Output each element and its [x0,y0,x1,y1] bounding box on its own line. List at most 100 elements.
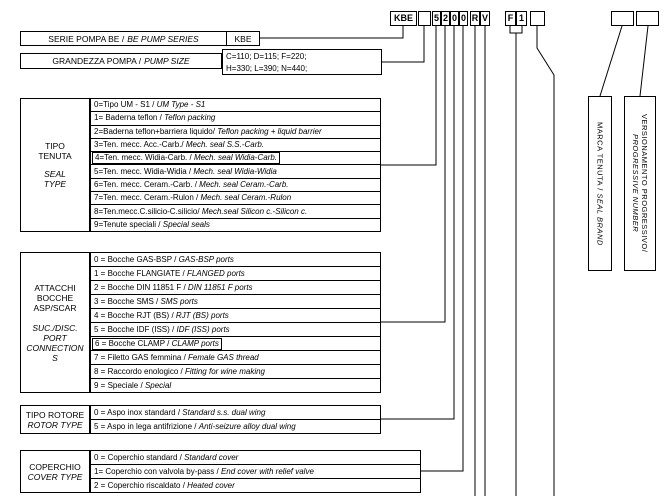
rotor-option-row: 0 = Aspo inox standard / Standard s.s. d… [91,406,380,420]
code-box-cover: 0 [459,11,468,26]
option-en: Special seals [162,219,210,229]
option-en: Teflon packing [164,113,216,123]
option-en: Standard s.s. dual wing [182,407,266,417]
series-label: SERIE POMPA BE / BE PUMP SERIES [20,31,227,46]
option-it: 6=Ten. mecc. Ceram.-Carb. / [94,179,197,189]
option-en: UM Type - S1 [156,100,206,110]
ports-subtitle-line3: CONNECTION [26,342,84,353]
seal-option-row: 8=Ten.mecc.C.silicio-C.silicio/ Mech.sea… [91,205,380,219]
size-values-box: C=110; D=115; F=220; H=330; L=390; N=440… [222,49,382,75]
seal-option-row: 6=Ten. mecc. Ceram.-Carb. / Mech. seal C… [91,179,380,193]
series-value-box: KBE [226,31,260,46]
code-box-r: R [470,11,480,26]
option-en: Mech. seal Widia-Carb. [193,153,278,163]
size-label: GRANDEZZA POMPA / PUMP SIZE [20,53,222,69]
code-box-seal-brand [611,11,634,26]
option-it: 5=Ten. mecc. Widia-Widia / [94,166,192,176]
option-en: Standard cover [184,452,239,462]
option-en: GAS-BSP ports [178,254,234,264]
cover-subtitle: COVER TYPE [27,471,83,482]
option-en: DIN 11851 F ports [187,282,253,292]
option-en: Mech. seal Ceram.-Carb. [199,179,289,189]
port-option-row: 1 = Bocche FLANGIATE / FLANGED ports [91,267,380,281]
option-it: 8 = Raccordo enologico / [94,366,183,376]
rotor-type-label: TIPO ROTORE ROTOR TYPE [20,405,90,434]
seal-title-line2: TENUTA [38,151,72,161]
code-box-blank [530,11,545,26]
option-it: 2=Baderna teflon+barriera liquido/ [94,126,215,136]
port-option-row: 5 = Bocche IDF (ISS) / IDF (ISS) ports [91,323,380,337]
option-it: 0 = Aspo inox standard / [94,407,181,417]
option-it: 6 = Bocche CLAMP / [95,338,170,348]
option-en: Special [144,380,172,390]
option-en: IDF (ISS) ports [176,324,230,334]
option-en: CLAMP ports [171,338,219,348]
option-en: Mech. seal Widia-Widia [193,166,277,176]
option-it: 9 = Speciale / [94,380,143,390]
cover-title: COPERCHIO [29,461,81,472]
option-it: 5 = Bocche IDF (ISS) / [94,324,175,334]
option-en: Anti-seizure alloy dual wing [198,421,296,431]
port-option-row: 0 = Bocche GAS-BSP / GAS-BSP ports [91,253,380,267]
seal-type-list: 0=Tipo UM - S1 / UM Type - S1 1= Baderna… [90,98,381,232]
size-values-line1: C=110; D=115; F=220; [226,52,307,61]
rotor-type-list: 0 = Aspo inox standard / Standard s.s. d… [90,405,381,434]
ports-subtitle-line4: S [52,352,58,363]
option-it: 1 = Bocche FLANGIATE / [94,268,185,278]
port-option-row: 9 = Speciale / Special [91,379,380,392]
seal-brand-en: SEAL BRAND [595,193,605,246]
progressive-number-label: VERSIONAMENTO PROGRESSIVO/ PROGRESSIVE N… [624,96,656,271]
seal-title-line1: TIPO [45,141,65,151]
port-option-row: 8 = Raccordo enologico / Fitting for win… [91,365,380,379]
option-en: FLANGED ports [187,268,245,278]
option-it: 7=Ten. mecc. Ceram.-Rulon / [94,193,199,203]
option-en: Female GAS thread [188,352,259,362]
option-en: Fitting for wine making [184,366,265,376]
cover-option-row: 2 = Coperchio riscaldato / Heated cover [91,479,420,492]
seal-brand-label: MARCA TENUTA / SEAL BRAND [588,96,612,271]
port-option-row: 7 = Filetto GAS femmina / Female GAS thr… [91,351,380,365]
option-it: 9=Tenute speciali / [94,219,161,229]
option-it: 4 = Bocche RJT (BS) / [94,310,174,320]
cover-type-list: 0 = Coperchio standard / Standard cover … [90,450,421,493]
ports-title-line3: ASP/SCAR [33,302,77,313]
option-en: Heated cover [187,480,235,490]
port-option-row: 4 = Bocche RJT (BS) / RJT (BS) ports [91,309,380,323]
cover-option-row: 0 = Coperchio standard / Standard cover [91,451,420,465]
seal-option-row: 1= Baderna teflon / Teflon packing [91,112,380,126]
cover-type-label: COPERCHIO COVER TYPE [20,450,90,493]
size-values-line2: H=330; L=390; N=440; [226,64,308,73]
code-box-seal: 5 [432,11,441,26]
option-it: 3 = Bocche SMS / [94,296,159,306]
port-connections-label: ATTACCHI BOCCHE ASP/SCAR SUC./DISC. PORT… [20,252,90,393]
code-box-series: KBE [390,11,417,26]
port-option-row: 2 = Bocche DIN 11851 F / DIN 11851 F por… [91,281,380,295]
code-box-rotor: 0 [450,11,459,26]
seal-option-row: 3=Ten. mecc. Acc.-Carb./ Mech. seal S.S.… [91,139,380,153]
series-value: KBE [234,33,252,44]
option-en: Mech. seal S.S.-Carb. [185,140,265,150]
option-it: 8=Ten.mecc.C.silicio-C.silicio/ [94,206,200,216]
seal-option-row: 9=Tenute speciali / Special seals [91,219,380,231]
seal-option-row: 0=Tipo UM - S1 / UM Type - S1 [91,99,380,113]
progressive-it: VERSIONAMENTO PROGRESSIVO/ [640,114,649,253]
option-en: Teflon packing + liquid barrier [217,126,322,136]
port-connections-list: 0 = Bocche GAS-BSP / GAS-BSP ports 1 = B… [90,252,381,393]
option-en: Mech. seal Ceram.-Rulon [200,193,292,203]
option-it: 0 = Bocche GAS-BSP / [94,254,177,264]
code-box-v: V [480,11,490,26]
option-it: 2 = Coperchio riscaldato / [94,480,185,490]
code-box-size [418,11,431,26]
code-box-1: 1 [516,11,527,26]
seal-brand-it: MARCA TENUTA / [595,121,605,191]
ports-title-line2: BOCCHE [36,292,74,303]
rotor-subtitle: ROTOR TYPE [27,419,83,430]
code-box-ports: 2 [441,11,450,26]
option-en: SMS ports [160,296,198,306]
rotor-option-row: 5 = Aspo in lega antifrizione / Anti-sei… [91,420,380,433]
seal-subtitle-line2: TYPE [43,179,67,189]
seal-option-row: 7=Ten. mecc. Ceram.-Rulon / Mech. seal C… [91,192,380,206]
ports-title-line1: ATTACCHI [34,282,76,293]
option-it: 1= Baderna teflon / [94,113,162,123]
option-it: 2 = Bocche DIN 11851 F / [94,282,186,292]
